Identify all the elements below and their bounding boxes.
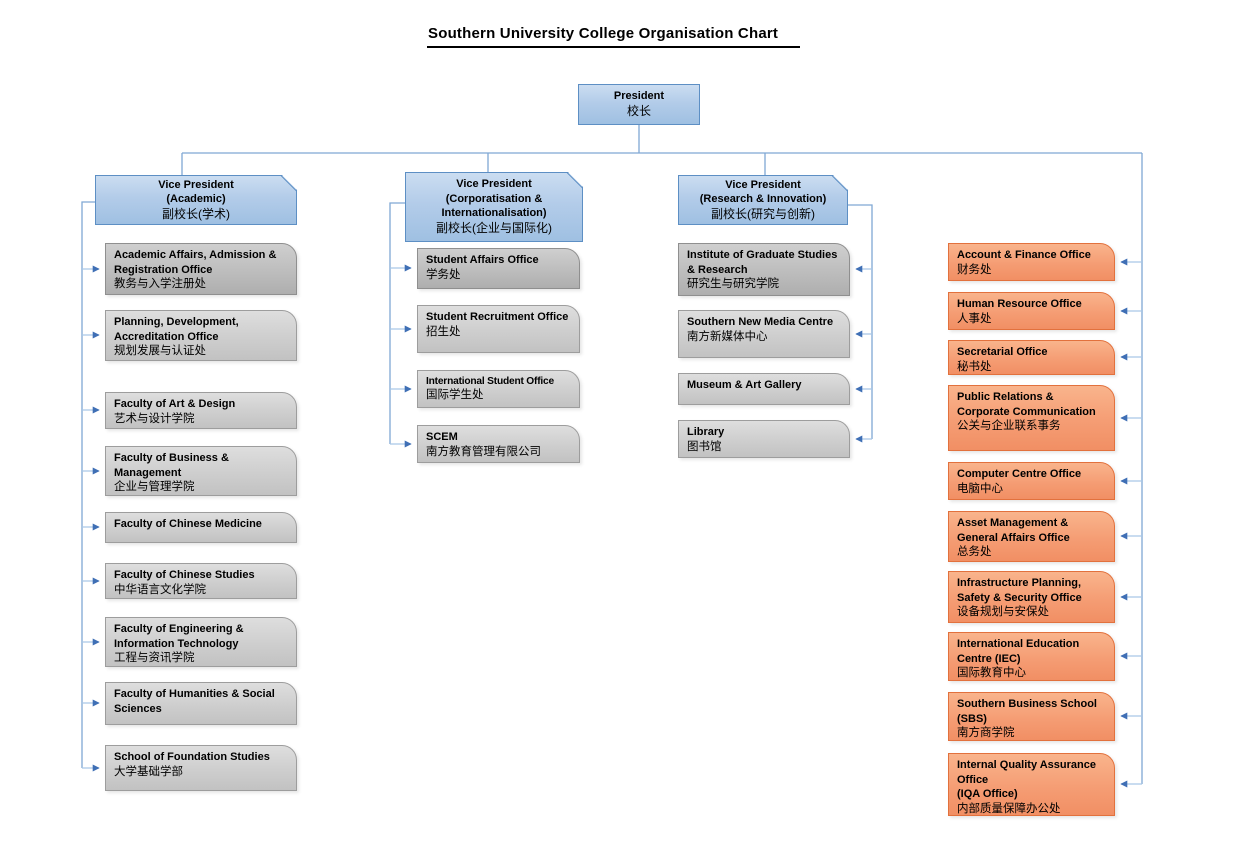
label-en: President bbox=[613, 90, 665, 103]
org-box-human-resource-office: Human Resource Office 人事处 bbox=[948, 292, 1115, 330]
label-cn: 电脑中心 bbox=[957, 482, 1003, 495]
label-en: Institute of Graduate Studies & Research bbox=[687, 249, 838, 276]
label-en: Secretarial Office bbox=[957, 346, 1048, 358]
org-box-faculty-humanities-social: Faculty of Humanities & Social Sciences bbox=[105, 682, 297, 725]
label-en: Library bbox=[687, 426, 725, 438]
org-box-vp-research: Vice President (Research & Innovation) 副… bbox=[678, 175, 848, 225]
page-title: Southern University College Organisation… bbox=[427, 25, 801, 48]
org-box-faculty-chinese-studies: Faculty of Chinese Studies 中华语言文化学院 bbox=[105, 563, 297, 599]
label-cn: 研究生与研究学院 bbox=[687, 278, 779, 291]
org-box-academic-affairs-office: Academic Affairs, Admission & Registrati… bbox=[105, 243, 297, 295]
label-en: School of Foundation Studies bbox=[114, 751, 270, 763]
label-cn: 副校长(研究与创新) bbox=[711, 206, 815, 221]
label-cn: 总务处 bbox=[957, 546, 992, 559]
label-cn: 设备规划与安保处 bbox=[957, 606, 1049, 619]
org-box-faculty-art-design: Faculty of Art & Design 艺术与设计学院 bbox=[105, 392, 297, 429]
label-en: Faculty of Humanities & Social Sciences bbox=[114, 688, 275, 715]
label-cn: 图书馆 bbox=[687, 440, 722, 453]
org-box-asset-management-office: Asset Management & General Affairs Offic… bbox=[948, 511, 1115, 562]
label-en: Vice President (Academic) bbox=[158, 178, 234, 206]
label-cn: 南方新媒体中心 bbox=[687, 330, 768, 343]
label-cn: 南方教育管理有限公司 bbox=[426, 445, 541, 458]
label-en: Computer Centre Office bbox=[957, 468, 1082, 480]
label-en: Vice President (Corporatisation & Intern… bbox=[441, 178, 547, 220]
org-box-student-affairs-office: Student Affairs Office 学务处 bbox=[417, 248, 580, 289]
org-box-faculty-engineering-it: Faculty of Engineering & Information Tec… bbox=[105, 617, 297, 667]
label-cn: 招生处 bbox=[426, 325, 461, 338]
label-en: Academic Affairs, Admission & Registrati… bbox=[114, 249, 277, 276]
org-box-student-recruitment-office: Student Recruitment Office 招生处 bbox=[417, 305, 580, 353]
label-cn: 国际教育中心 bbox=[957, 667, 1026, 680]
org-box-international-education-centre: International Education Centre (IEC) 国际教… bbox=[948, 632, 1115, 681]
org-box-vp-corporatisation: Vice President (Corporatisation & Intern… bbox=[405, 172, 583, 242]
label-en: International Education Centre (IEC) bbox=[957, 638, 1080, 665]
org-box-faculty-chinese-medicine: Faculty of Chinese Medicine bbox=[105, 512, 297, 543]
org-box-internal-quality-assurance: Internal Quality Assurance Office (IQA O… bbox=[948, 753, 1115, 816]
org-box-library: Library 图书馆 bbox=[678, 420, 850, 458]
label-cn: 中华语言文化学院 bbox=[114, 583, 206, 596]
label-cn: 南方商学院 bbox=[957, 727, 1015, 740]
label-cn: 人事处 bbox=[957, 312, 992, 325]
label-en: Faculty of Engineering & Information Tec… bbox=[114, 623, 244, 650]
org-box-school-foundation-studies: School of Foundation Studies 大学基础学部 bbox=[105, 745, 297, 791]
label-cn: 学务处 bbox=[426, 268, 461, 281]
label-cn: 艺术与设计学院 bbox=[114, 412, 195, 425]
label-cn: 秘书处 bbox=[957, 360, 992, 373]
label-en: Student Affairs Office bbox=[426, 254, 539, 266]
label-en: SCEM bbox=[426, 431, 458, 443]
label-cn: 副校长(学术) bbox=[162, 206, 230, 221]
label-en: Infrastructure Planning, Safety & Securi… bbox=[957, 577, 1082, 604]
label-cn: 内部质量保障办公处 bbox=[957, 802, 1061, 815]
label-cn: 企业与管理学院 bbox=[114, 481, 195, 494]
label-en: Human Resource Office bbox=[957, 298, 1082, 310]
org-box-southern-new-media-centre: Southern New Media Centre 南方新媒体中心 bbox=[678, 310, 850, 358]
label-cn: 财务处 bbox=[957, 263, 992, 276]
org-box-institute-graduate-studies: Institute of Graduate Studies & Research… bbox=[678, 243, 850, 296]
label-en: Student Recruitment Office bbox=[426, 311, 569, 323]
label-en: International Student Office bbox=[426, 376, 554, 387]
org-box-faculty-business-management: Faculty of Business & Management 企业与管理学院 bbox=[105, 446, 297, 496]
label-en: Vice President (Research & Innovation) bbox=[699, 178, 827, 206]
label-cn: 规划发展与认证处 bbox=[114, 345, 206, 358]
org-box-international-student-office: International Student Office 国际学生处 bbox=[417, 370, 580, 408]
org-box-scem: SCEM 南方教育管理有限公司 bbox=[417, 425, 580, 463]
label-en: Asset Management & General Affairs Offic… bbox=[957, 517, 1070, 544]
org-box-southern-business-school: Southern Business School (SBS) 南方商学院 bbox=[948, 692, 1115, 741]
org-box-infrastructure-planning-office: Infrastructure Planning, Safety & Securi… bbox=[948, 571, 1115, 623]
label-cn: 教务与入学注册处 bbox=[114, 278, 206, 291]
org-box-public-relations: Public Relations & Corporate Communicati… bbox=[948, 385, 1115, 451]
label-cn: 工程与资讯学院 bbox=[114, 652, 195, 665]
label-en: Faculty of Chinese Studies bbox=[114, 569, 255, 581]
org-box-computer-centre-office: Computer Centre Office 电脑中心 bbox=[948, 462, 1115, 500]
label-cn: 公关与企业联系事务 bbox=[957, 420, 1061, 433]
label-cn: 大学基础学部 bbox=[114, 765, 183, 778]
org-box-museum-art-gallery: Museum & Art Gallery bbox=[678, 373, 850, 405]
label-cn: 校长 bbox=[626, 103, 651, 118]
label-en: Faculty of Business & Management bbox=[114, 452, 229, 479]
org-box-vp-academic: Vice President (Academic) 副校长(学术) bbox=[95, 175, 297, 225]
label-en: Southern New Media Centre bbox=[687, 316, 834, 328]
label-en: Internal Quality Assurance Office (IQA O… bbox=[957, 759, 1096, 801]
label-cn: 副校长(企业与国际化) bbox=[436, 220, 552, 235]
org-box-account-finance-office: Account & Finance Office 财务处 bbox=[948, 243, 1115, 281]
label-en: Faculty of Chinese Medicine bbox=[114, 518, 262, 530]
label-en: Public Relations & Corporate Communicati… bbox=[957, 391, 1096, 418]
label-en: Museum & Art Gallery bbox=[687, 379, 802, 391]
label-en: Planning, Development, Accreditation Off… bbox=[114, 316, 239, 343]
label-en: Faculty of Art & Design bbox=[114, 398, 236, 410]
org-box-president: President 校长 bbox=[578, 84, 700, 125]
label-cn: 国际学生处 bbox=[426, 389, 484, 402]
org-box-planning-development-office: Planning, Development, Accreditation Off… bbox=[105, 310, 297, 361]
label-en: Account & Finance Office bbox=[957, 249, 1091, 261]
org-box-secretarial-office: Secretarial Office 秘书处 bbox=[948, 340, 1115, 375]
label-en: Southern Business School (SBS) bbox=[957, 698, 1097, 725]
